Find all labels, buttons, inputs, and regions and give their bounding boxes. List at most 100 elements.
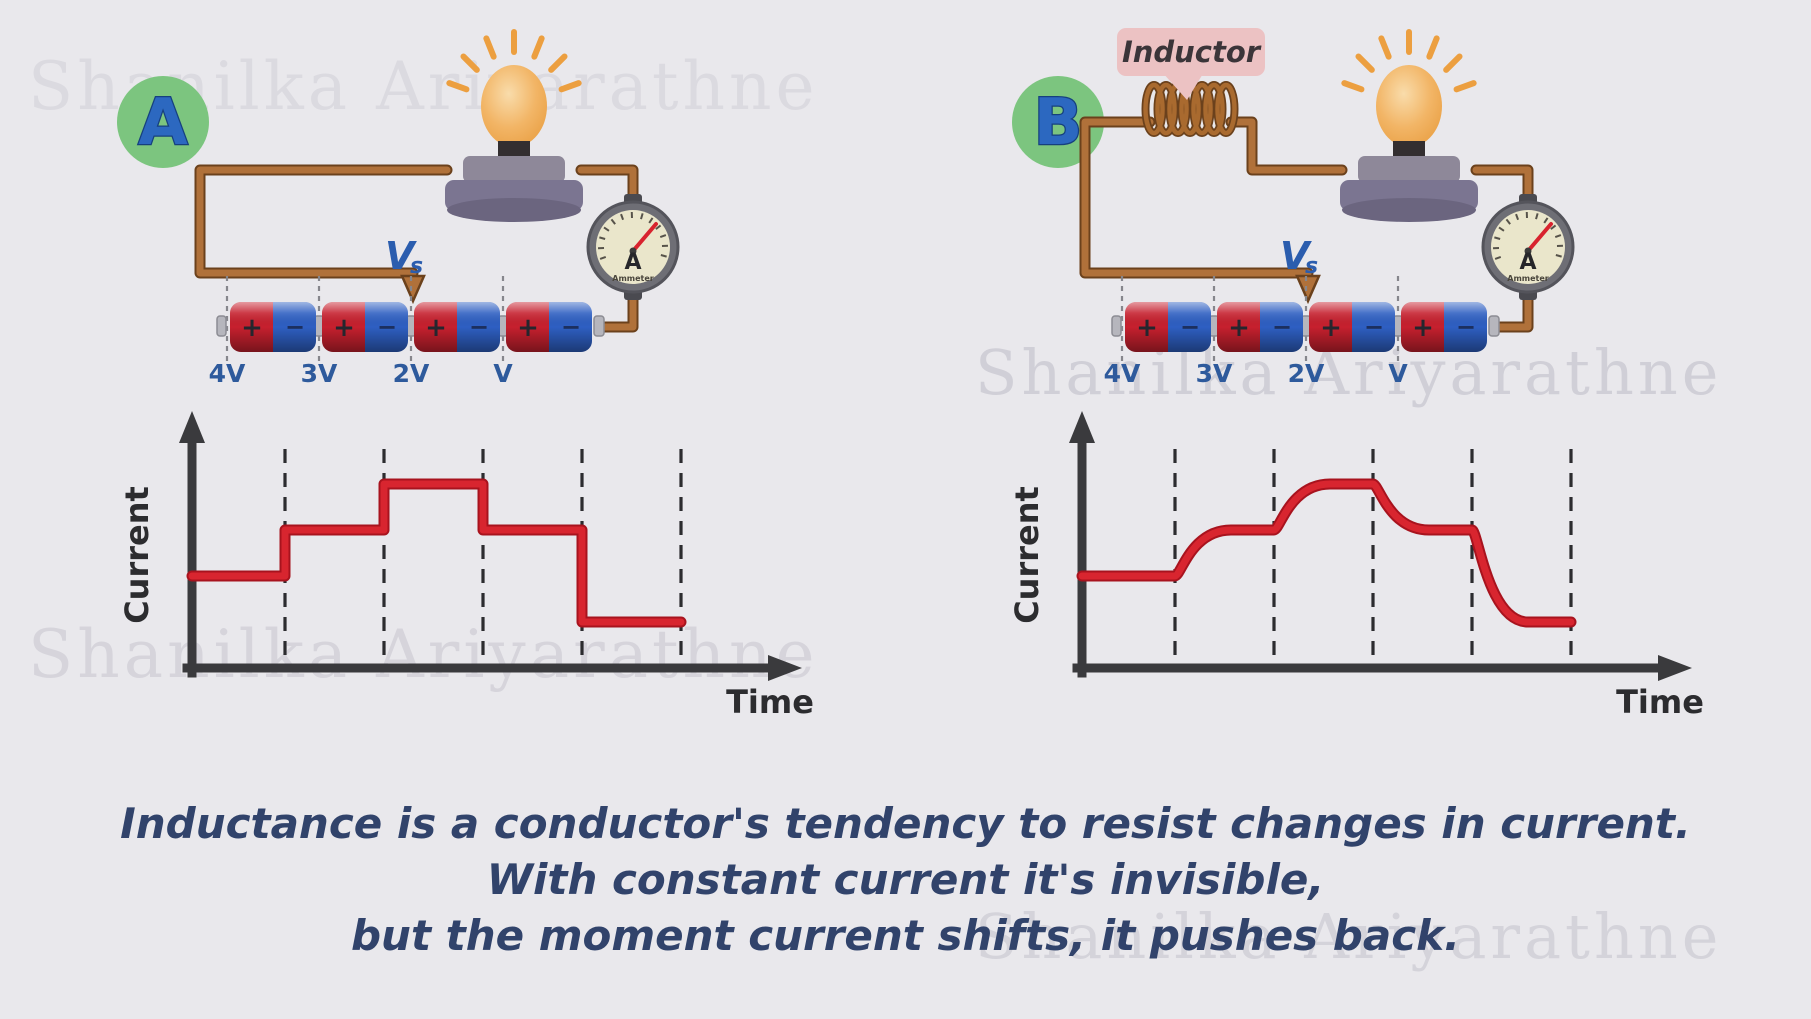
battery-plus-sign: + <box>1412 313 1434 343</box>
ammeter-tick <box>659 234 667 239</box>
vs-symbol: V <box>385 234 417 278</box>
inductor-callout: Inductor <box>1117 28 1265 100</box>
ammeter-tick <box>1505 218 1511 225</box>
light-ray-icon <box>1378 35 1392 60</box>
battery-tap-label: V <box>493 359 513 388</box>
ammeter-tick <box>640 213 644 220</box>
battery-plus-sign: + <box>1136 313 1158 343</box>
battery-plus-sign: + <box>241 313 263 343</box>
battery-plus-sign: + <box>517 313 539 343</box>
socket-cap <box>463 156 565 183</box>
x-axis-arrow-icon <box>768 655 802 681</box>
ammeter-scale <box>1492 211 1564 260</box>
battery-minus-sign: − <box>561 313 581 341</box>
vs-subscript: s <box>410 254 423 279</box>
vs-label: V s <box>385 234 423 279</box>
wire-coil-to-lamp <box>1227 118 1346 174</box>
battery-cell <box>322 302 408 352</box>
badge-b: B <box>1012 76 1104 168</box>
battery-terminal-nub <box>1111 315 1122 337</box>
wire-right-bottom <box>1492 288 1532 331</box>
ammeter-tick <box>1498 226 1505 232</box>
battery-tap-label: 3V <box>301 359 338 388</box>
ammeter-tick <box>603 226 610 232</box>
ammeter-hub <box>629 247 637 255</box>
ammeter-letter: A <box>624 250 641 275</box>
inductor-coil-icon <box>1141 81 1239 137</box>
y-axis-arrow-icon <box>179 411 205 443</box>
x-axis-label: Time <box>1616 683 1704 721</box>
ammeter-tick <box>599 255 607 260</box>
light-ray-icon <box>531 35 545 60</box>
ammeter-needle <box>1526 222 1553 253</box>
light-ray-icon <box>1453 80 1477 93</box>
ammeter-tick <box>610 218 616 225</box>
battery-minus-sign: − <box>1456 313 1476 341</box>
coil-loop <box>1215 82 1237 136</box>
battery-tap-label: 3V <box>1196 359 1233 388</box>
light-ray-icon <box>1443 53 1463 73</box>
wire-right-bottom <box>597 288 637 331</box>
y-axis-label: Current <box>1008 486 1046 624</box>
badge-circle <box>117 76 209 168</box>
battery-cell <box>230 302 316 352</box>
wires <box>1079 81 1534 333</box>
x-axis-arrow-icon <box>1658 655 1692 681</box>
light-bulb <box>445 29 583 222</box>
battery-terminal-nub <box>1488 315 1500 337</box>
coil-loop <box>1191 82 1213 136</box>
battery-cell <box>1125 302 1211 352</box>
vs-arrow-icon <box>400 274 426 305</box>
ammeter-tick <box>620 213 625 221</box>
ammeter-scale <box>597 211 669 260</box>
light-bulb <box>1340 29 1478 222</box>
battery-cell <box>1217 302 1303 352</box>
light-ray-icon <box>558 80 582 93</box>
battery-terminal-nub <box>216 315 227 337</box>
battery-tap-label: 4V <box>209 359 246 388</box>
battery-cell <box>506 302 592 352</box>
circuit-b-diagram: B Inductor V s <box>1012 28 1575 388</box>
battery-tap-label: 4V <box>1104 359 1141 388</box>
light-ray-icon <box>1355 53 1375 73</box>
socket-cap <box>1358 156 1460 183</box>
ammeter: A Ammeter <box>586 194 680 300</box>
socket-base <box>447 198 581 222</box>
ammeter-tick <box>648 217 654 224</box>
battery-minus-sign: − <box>377 313 397 341</box>
battery-tap-label: 2V <box>393 359 430 388</box>
bulb-neck <box>1393 141 1425 159</box>
caption-line-3: but the moment current shifts, it pushes… <box>350 911 1460 960</box>
wire-right-top <box>577 166 637 206</box>
battery-terminal-nub <box>593 315 605 337</box>
light-ray-icon <box>548 53 568 73</box>
coil-loop <box>1155 82 1177 136</box>
socket-base <box>1342 198 1476 222</box>
ammeter-tick <box>1550 224 1557 230</box>
battery-cell <box>414 302 500 352</box>
ammeter-tick <box>660 254 667 258</box>
caption-line-2: With constant current it's invisible, <box>486 855 1325 904</box>
badge-letter: A <box>138 86 188 160</box>
current-time-graph-a: Current Time <box>118 411 814 721</box>
battery-plus-sign: + <box>1320 313 1342 343</box>
ammeter-tick <box>1494 236 1501 240</box>
vs-arrow-icon <box>1295 274 1321 305</box>
battery-plus-sign: + <box>1228 313 1250 343</box>
battery-plus-sign: + <box>425 313 447 343</box>
light-ray-icon <box>460 53 480 73</box>
callout-label: Inductor <box>1122 35 1262 69</box>
ammeter-tick <box>1515 213 1520 221</box>
ammeter-caption: Ammeter <box>612 274 654 283</box>
battery-tap-label: V <box>1388 359 1408 388</box>
bulb-glass <box>481 65 547 147</box>
ammeter-letter: A <box>1519 250 1536 275</box>
ammeter-needle <box>631 222 658 253</box>
ammeter-tick <box>1555 254 1562 258</box>
caption-line-1: Inductance is a conductor's tendency to … <box>120 799 1691 848</box>
bulb-rays-icon <box>446 29 582 93</box>
battery-minus-sign: − <box>1272 313 1292 341</box>
ammeter-tick <box>1543 217 1549 224</box>
bulb-glass <box>1376 65 1442 147</box>
